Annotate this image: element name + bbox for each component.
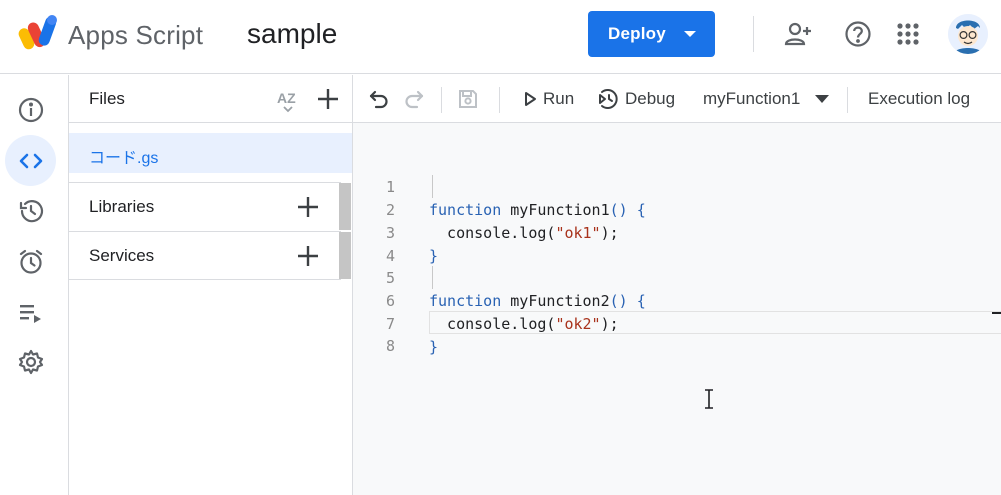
sort-az-icon[interactable]: AZ bbox=[274, 87, 302, 113]
punctuation: } bbox=[429, 338, 439, 356]
string-literal: "ok1" bbox=[555, 224, 601, 242]
keyword: function bbox=[429, 292, 502, 310]
settings-icon bbox=[18, 349, 43, 374]
services-section[interactable]: Services bbox=[69, 231, 341, 279]
add-person-icon[interactable] bbox=[783, 19, 813, 49]
file-name: コード.gs bbox=[89, 150, 159, 167]
code-line: 6 console.log("ok2"); bbox=[353, 267, 1001, 333]
files-header: Files AZ bbox=[69, 75, 352, 123]
header-divider bbox=[753, 16, 754, 52]
function-dropdown-caret-icon[interactable] bbox=[815, 95, 829, 104]
execution-log-button[interactable]: Execution log bbox=[868, 89, 971, 108]
rail-item-history[interactable] bbox=[5, 185, 56, 236]
function-select[interactable]: myFunction1 bbox=[703, 89, 801, 108]
string-literal: "ok2" bbox=[555, 315, 601, 333]
code-line: 4 bbox=[353, 222, 1001, 265]
redo-icon[interactable] bbox=[401, 86, 427, 112]
code-text: ); bbox=[600, 315, 619, 333]
code-line: 2 console.log("ok1"); bbox=[353, 176, 1001, 242]
file-item-code-gs[interactable]: コード.gs bbox=[69, 133, 352, 173]
punctuation: () { bbox=[609, 201, 646, 219]
code-line: 7 } bbox=[353, 290, 1001, 356]
add-library-icon[interactable] bbox=[295, 194, 321, 220]
project-name[interactable]: sample bbox=[247, 18, 338, 49]
editor-toolbar: Run Debug myFunction1 Execution log bbox=[353, 75, 1001, 123]
line-number: 7 bbox=[385, 315, 395, 333]
code-icon bbox=[19, 153, 42, 168]
deploy-button[interactable]: Deploy bbox=[588, 11, 715, 57]
line-number: 2 bbox=[385, 201, 395, 219]
dropdown-caret-icon bbox=[684, 31, 696, 37]
files-panel: Files AZ コード.gs Libraries Services bbox=[69, 75, 353, 495]
rail-item-settings[interactable] bbox=[5, 336, 56, 387]
apps-grid-icon[interactable] bbox=[893, 19, 923, 49]
help-icon[interactable] bbox=[843, 19, 873, 49]
code-text: ); bbox=[600, 224, 619, 242]
line-number: 4 bbox=[385, 247, 395, 265]
libraries-section[interactable]: Libraries bbox=[69, 182, 341, 230]
code-text: myFunction1 bbox=[501, 201, 610, 219]
toolbar-divider bbox=[847, 87, 848, 113]
libraries-label: Libraries bbox=[89, 197, 155, 216]
alarm-icon bbox=[19, 249, 42, 274]
rail-item-editor[interactable] bbox=[5, 135, 56, 186]
rail-item-executions[interactable] bbox=[5, 287, 56, 338]
line-number: 6 bbox=[385, 292, 395, 310]
history-icon bbox=[19, 199, 43, 222]
debug-button[interactable]: Debug bbox=[625, 89, 676, 108]
save-icon[interactable] bbox=[455, 86, 481, 112]
code-text: console.log( bbox=[429, 315, 556, 333]
rail-item-triggers[interactable] bbox=[5, 236, 56, 287]
indent-guide bbox=[432, 175, 433, 198]
deploy-label: Deploy bbox=[608, 24, 666, 43]
app-name: Apps Script bbox=[68, 20, 204, 50]
info-icon bbox=[18, 97, 43, 122]
keyword: function bbox=[429, 201, 502, 219]
code-editor[interactable]: 1 function myFunction1() { 2 console.log… bbox=[353, 123, 1001, 495]
current-line-highlight bbox=[429, 311, 1001, 334]
code-text: console.log( bbox=[429, 224, 556, 242]
run-button[interactable]: Run bbox=[543, 89, 575, 108]
debug-icon[interactable] bbox=[596, 86, 622, 112]
add-file-icon[interactable] bbox=[315, 86, 341, 112]
navigation-rail bbox=[0, 75, 69, 495]
code-text: myFunction2 bbox=[501, 292, 610, 310]
run-icon[interactable] bbox=[517, 86, 543, 112]
top-app-bar: Apps Script sample Deploy bbox=[0, 0, 1001, 74]
text-cursor-icon bbox=[705, 389, 713, 409]
avatar[interactable] bbox=[948, 14, 988, 54]
punctuation: } bbox=[429, 247, 439, 265]
scrollbar-thumb[interactable] bbox=[339, 232, 351, 279]
toolbar-divider bbox=[499, 87, 500, 113]
apps-script-logo-icon[interactable] bbox=[18, 14, 60, 52]
line-number: 8 bbox=[385, 337, 395, 355]
code-line: 8 bbox=[353, 312, 1001, 355]
punctuation: () { bbox=[609, 292, 646, 310]
code-line: 5 function myFunction2() { bbox=[353, 244, 1001, 310]
toolbar-divider bbox=[441, 87, 442, 113]
line-number: 5 bbox=[385, 269, 395, 287]
code-line: 1 function myFunction1() { bbox=[353, 153, 1001, 219]
line-number: 3 bbox=[385, 224, 395, 242]
scroll-edge-marker bbox=[992, 312, 1001, 314]
indent-guide bbox=[432, 266, 433, 289]
services-label: Services bbox=[89, 246, 155, 265]
line-number: 1 bbox=[385, 178, 395, 196]
section-divider bbox=[69, 279, 341, 280]
add-service-icon[interactable] bbox=[295, 243, 321, 269]
sort-label: AZ bbox=[277, 90, 296, 106]
code-line: 3 } bbox=[353, 199, 1001, 265]
executions-icon bbox=[19, 304, 41, 323]
undo-icon[interactable] bbox=[366, 86, 392, 112]
files-title: Files bbox=[89, 89, 125, 108]
rail-item-overview[interactable] bbox=[5, 84, 56, 135]
scrollbar-thumb[interactable] bbox=[339, 183, 351, 230]
